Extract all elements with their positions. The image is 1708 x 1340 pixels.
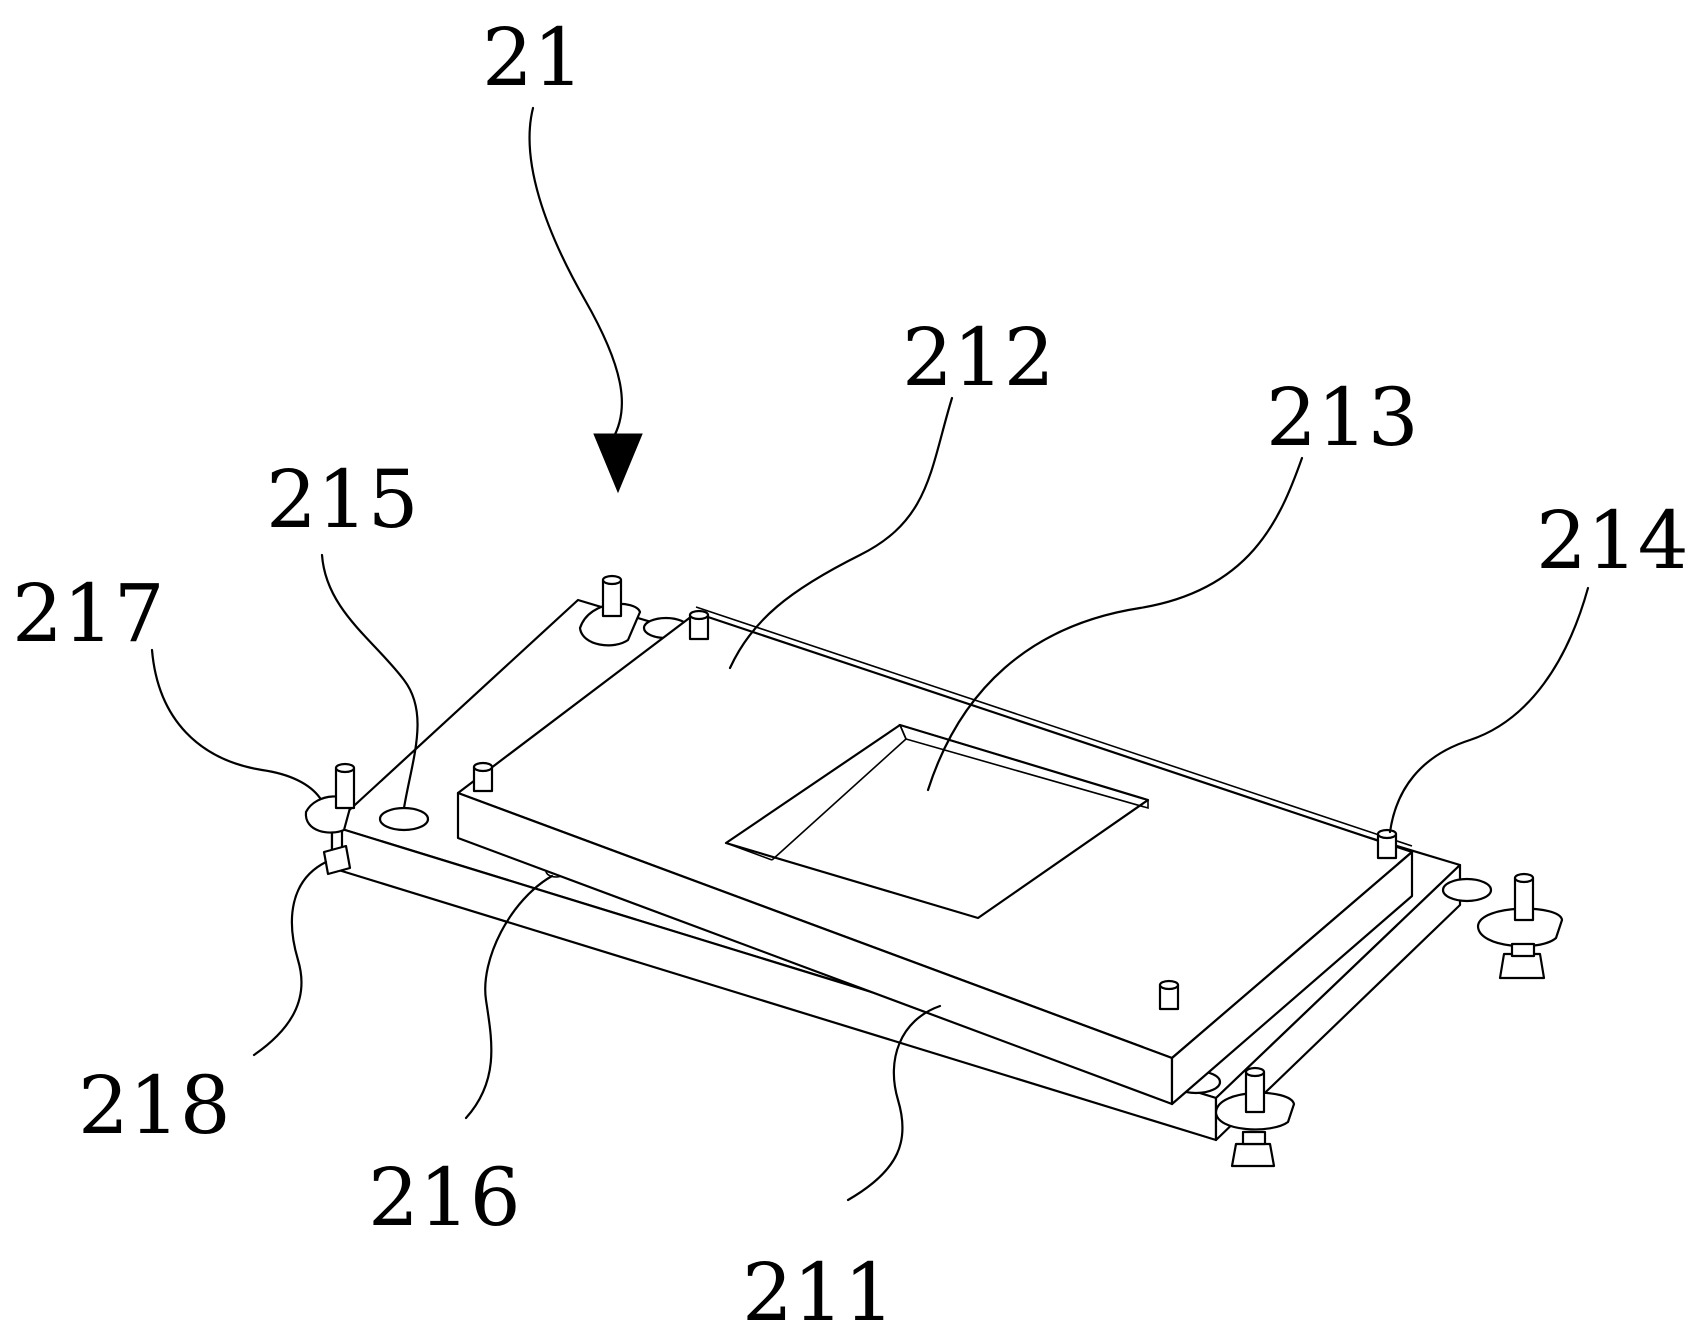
- label-216: 216: [368, 1151, 521, 1244]
- pin-back-left: [688, 609, 710, 641]
- nut-218: [322, 844, 352, 876]
- leader-217: [150, 648, 322, 800]
- label-217: 217: [12, 567, 165, 660]
- label-214: 214: [1536, 494, 1689, 587]
- pin-214: [1376, 828, 1398, 860]
- label-211: 211: [742, 1246, 895, 1339]
- assembly-arrow: [528, 106, 643, 494]
- label-213: 213: [1266, 371, 1419, 464]
- leader-211: [846, 1004, 942, 1202]
- pin-front-right: [1158, 979, 1180, 1011]
- pin-front-left: [472, 761, 494, 793]
- hole-back-right: [1441, 877, 1493, 903]
- ear-back-right: [1476, 872, 1564, 980]
- leader-213: [926, 456, 1304, 792]
- leader-214: [1388, 586, 1590, 834]
- ear-front-right: [1214, 1066, 1296, 1168]
- leader-212: [728, 396, 954, 670]
- label-215: 215: [266, 453, 419, 546]
- window-213: [724, 723, 1150, 920]
- label-212: 212: [902, 311, 1055, 404]
- ear-back-left: [578, 574, 642, 647]
- leader-216: [464, 874, 554, 1120]
- label-218: 218: [78, 1059, 231, 1152]
- leader-218: [252, 860, 328, 1057]
- ear-217: [304, 762, 356, 834]
- leader-215: [320, 553, 419, 810]
- hole-215-front-left: [378, 806, 430, 832]
- label-21: 21: [482, 11, 584, 104]
